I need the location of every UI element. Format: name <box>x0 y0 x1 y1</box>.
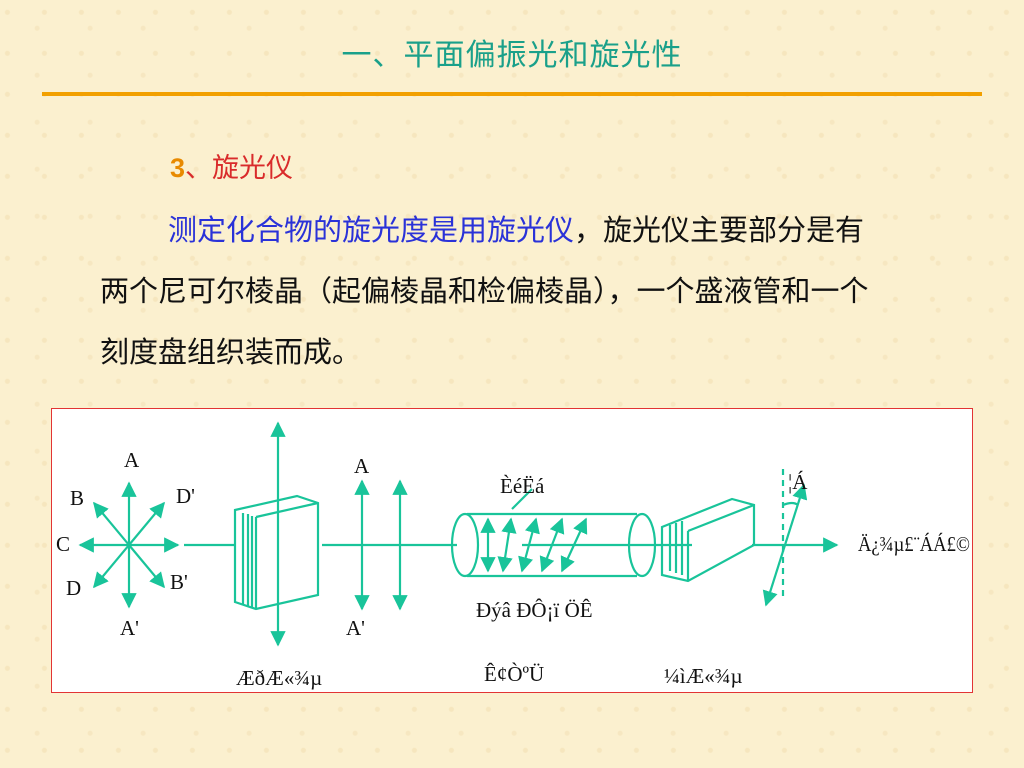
polarimeter-diagram: A B D' C D B' A' A A' ÈéËá Ðýâ ÐÔ¡ï ÖÊ Ê… <box>51 408 973 693</box>
tube-top-label: ÈéËá <box>500 474 545 498</box>
label-c: C <box>56 532 70 556</box>
analyzer-label: ¼ìÆ«¾µ <box>664 664 743 688</box>
analyzer-prism <box>660 497 756 583</box>
label-b: B <box>70 486 84 510</box>
slide-title: 一、平面偏振光和旋光性 <box>341 38 683 73</box>
label-d-prime: D' <box>176 484 195 508</box>
label-a-prime: A' <box>120 616 139 640</box>
body-paragraph: 测定化合物的旋光度是用旋光仪，旋光仪主要部分是有两个尼可尔棱晶（起偏棱晶和检偏棱… <box>100 200 890 383</box>
section-subheading: 3、旋光仪 <box>170 146 293 185</box>
label-b-prime: B' <box>170 570 188 594</box>
highlighted-phrase: 测定化合物的旋光度是用旋光仪 <box>168 213 575 247</box>
label-d: D <box>66 576 81 600</box>
polarizer-label: ÆðÆ«¾µ <box>236 666 322 690</box>
polarizer-prism <box>233 421 320 647</box>
subheading-number: 3 <box>170 153 186 183</box>
sample-tube <box>450 488 657 578</box>
rotation-angle-marker <box>762 469 808 607</box>
tube-bottom-label: Ê¢ÒºÜ <box>484 662 544 686</box>
subheading-text: 、旋光仪 <box>185 153 294 184</box>
label-a: A <box>124 448 140 472</box>
angle-label: ¦Á <box>788 470 808 494</box>
label-a-prime-middle: A' <box>346 616 365 640</box>
polarization-star <box>78 481 180 609</box>
title-divider <box>42 92 982 96</box>
eyepiece-label: Ä¿¾µ£¨ÁÁ£© <box>858 532 970 556</box>
tube-mid-label: Ðýâ ÐÔ¡ï ÖÊ <box>476 598 593 622</box>
polarimeter-schematic: A B D' C D B' A' A A' ÈéËá Ðýâ ÐÔ¡ï ÖÊ Ê… <box>56 421 970 690</box>
label-a-middle: A <box>354 454 370 478</box>
paragraph-text: ，旋光仪主要部分是有两个尼可尔棱晶（起偏棱晶和检偏棱晶），一个盛液管和一个刻度盘… <box>100 213 869 369</box>
